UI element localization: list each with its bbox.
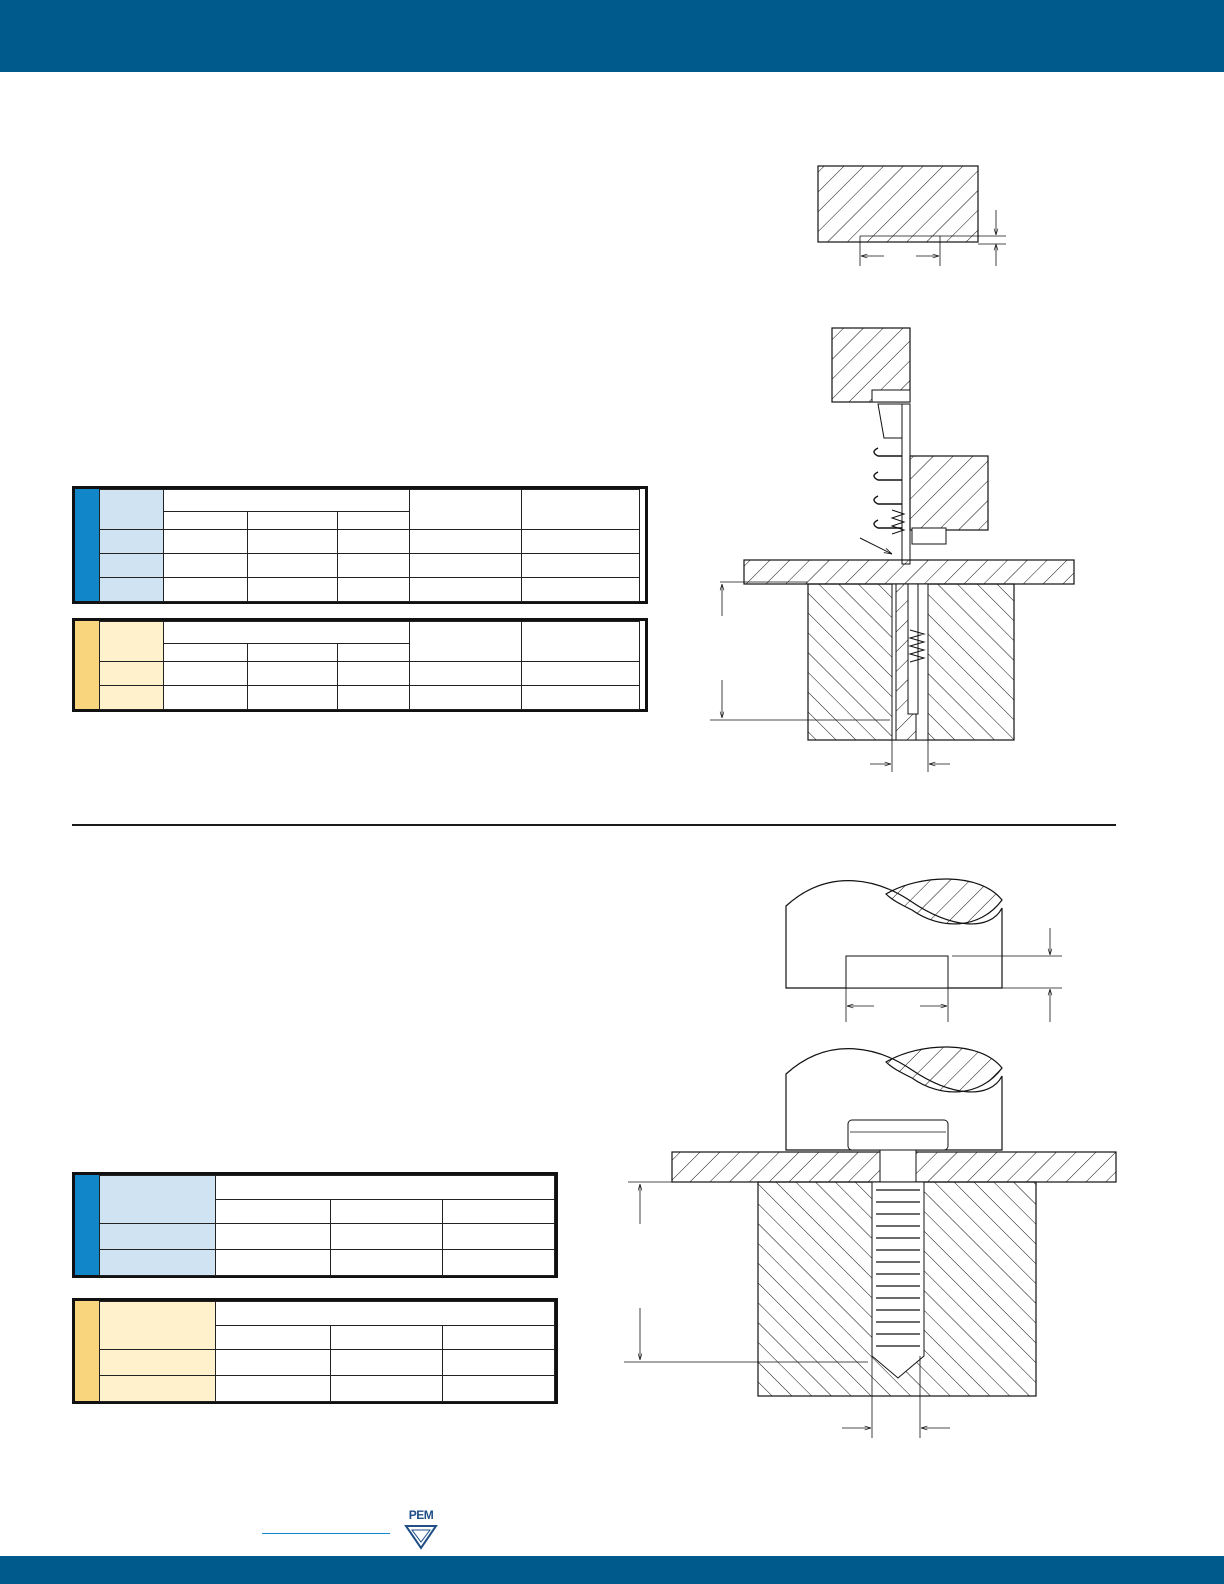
punch-block xyxy=(817,165,979,243)
footer-band xyxy=(0,1556,1224,1584)
footer-link-underline xyxy=(262,1533,390,1534)
table-row xyxy=(99,1375,555,1402)
table-row xyxy=(99,553,640,578)
logo-text: PEM xyxy=(408,1508,434,1522)
table-row xyxy=(99,685,640,710)
table-color-strip xyxy=(75,489,99,601)
punch-profile-drawing xyxy=(785,878,1062,1022)
spec-table-gold-1 xyxy=(72,618,648,712)
table-row xyxy=(99,529,640,554)
table-row xyxy=(99,1249,555,1276)
table-row xyxy=(99,1349,555,1376)
section-divider xyxy=(72,824,1116,826)
punch-detail-drawing xyxy=(817,165,1006,266)
screw-installation-drawing xyxy=(624,1046,1117,1438)
spec-table-blue-2 xyxy=(72,1172,558,1278)
header-band xyxy=(0,0,1224,72)
table-color-strip xyxy=(75,621,99,709)
table-row xyxy=(99,1223,555,1250)
table-row xyxy=(99,661,640,686)
table-row xyxy=(99,577,640,602)
table-color-strip xyxy=(75,1175,99,1275)
pem-logo-icon: PEM xyxy=(402,1508,440,1552)
spec-table-gold-2 xyxy=(72,1298,558,1404)
table-color-strip xyxy=(75,1301,99,1401)
installation-section-drawing xyxy=(710,327,1075,772)
spec-table-blue-1 xyxy=(72,486,648,604)
